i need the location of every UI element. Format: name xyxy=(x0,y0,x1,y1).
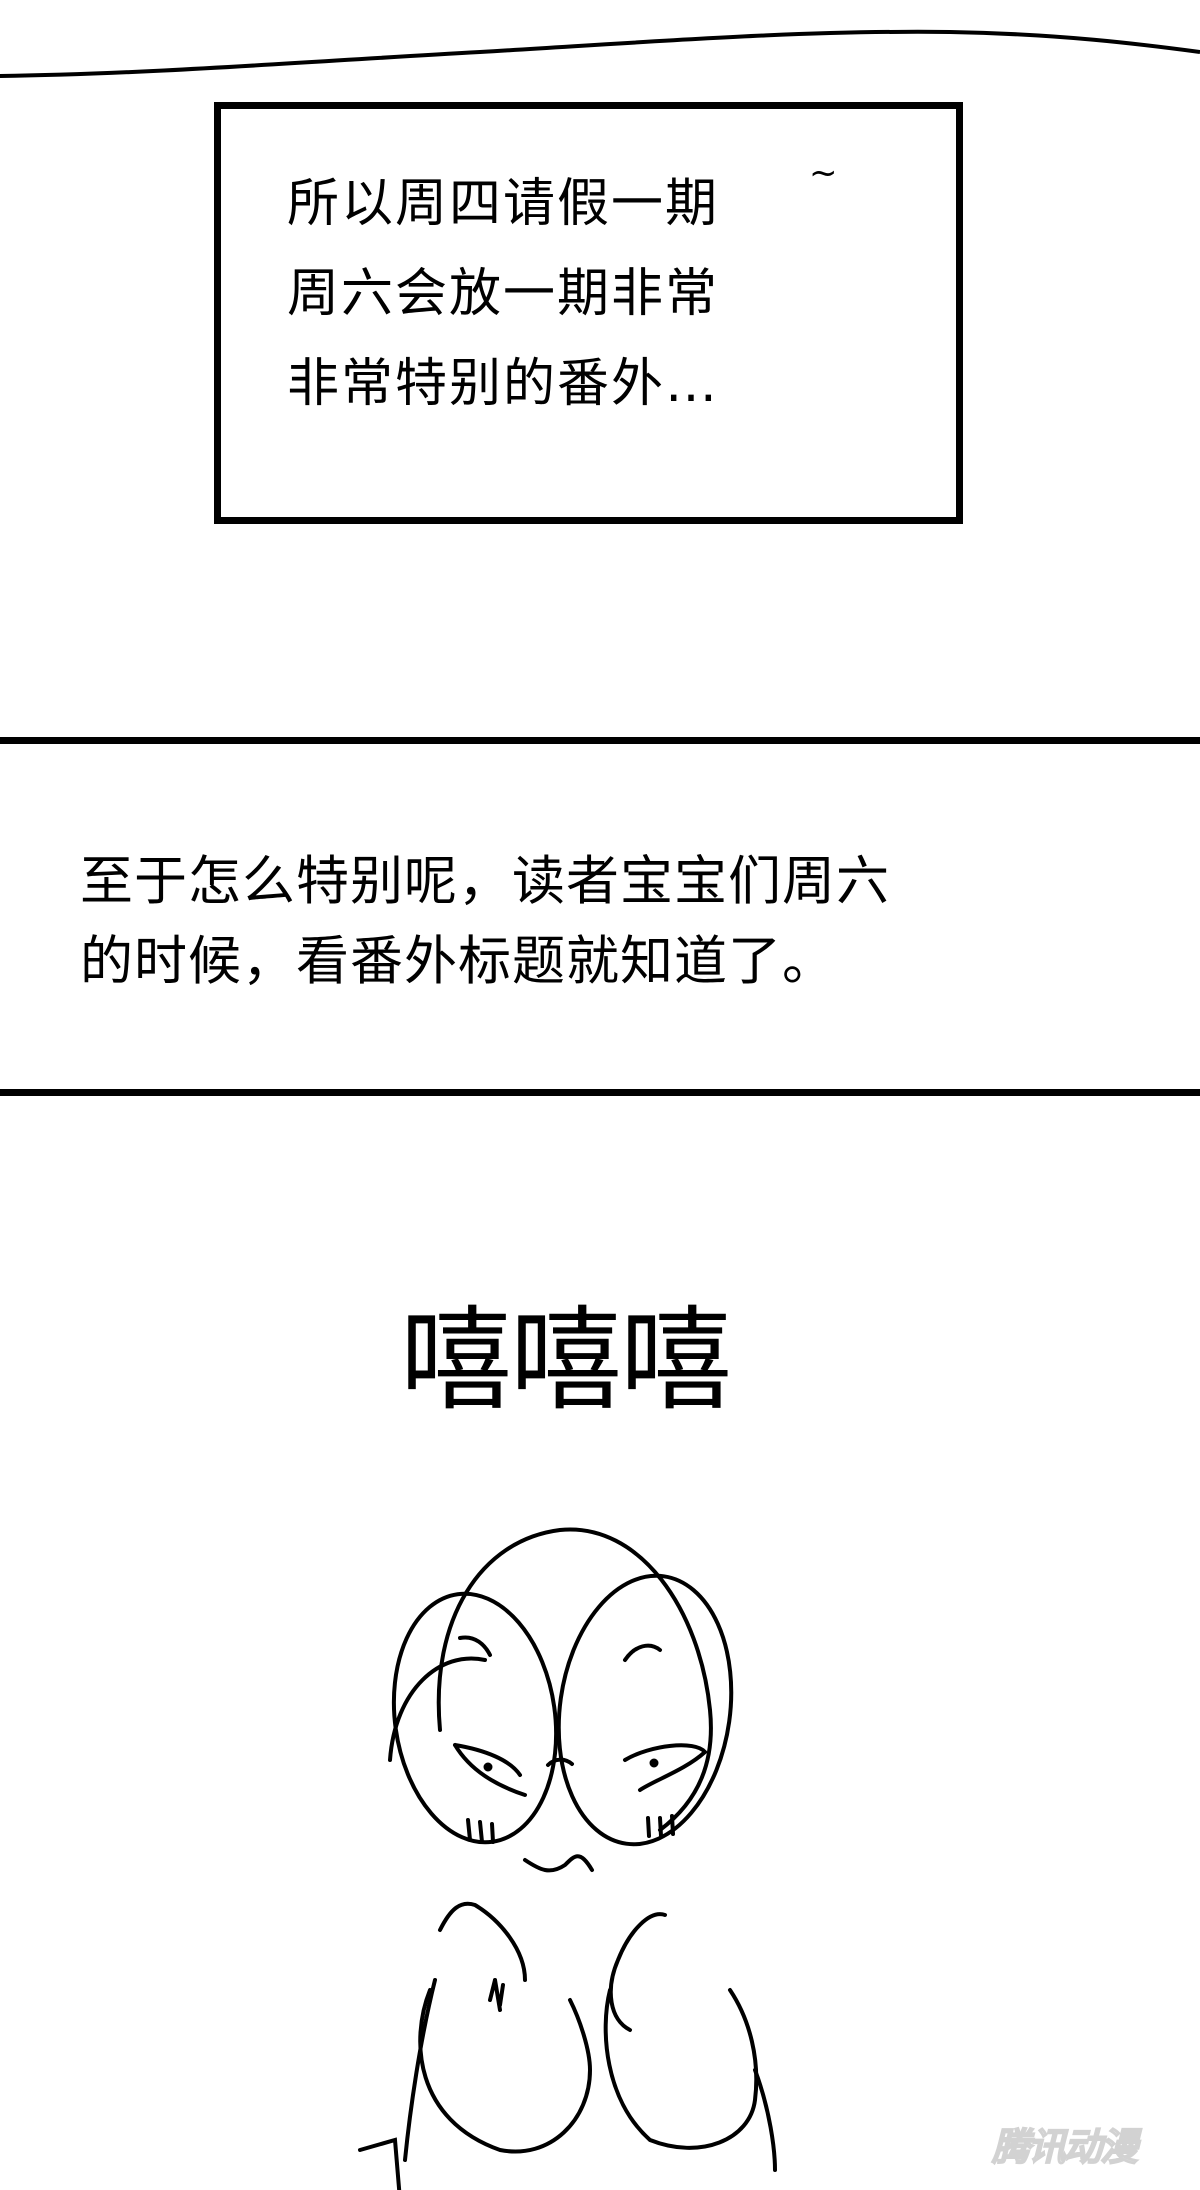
panel-divider-bottom xyxy=(0,1089,1200,1096)
caption-text: 至于怎么特别呢，读者宝宝们周六 的时候，看番外标题就知道了。 xyxy=(80,851,890,992)
wavy-panel-border xyxy=(0,29,1200,78)
tilde-mark: ~ xyxy=(809,153,838,193)
watermark-logo: 腾讯动漫 xyxy=(991,2124,1139,2170)
penguin-icon xyxy=(358,1527,777,2190)
panel-divider-top xyxy=(0,737,1200,744)
narration-box: 所以周四请假一期 周六会放一期非常 非常特别的番外… ~ xyxy=(214,102,963,524)
laugh-sfx: 嘻嘻嘻 xyxy=(400,1296,732,1426)
narration-text: 所以周四请假一期 周六会放一期非常 非常特别的番外… xyxy=(287,174,720,414)
